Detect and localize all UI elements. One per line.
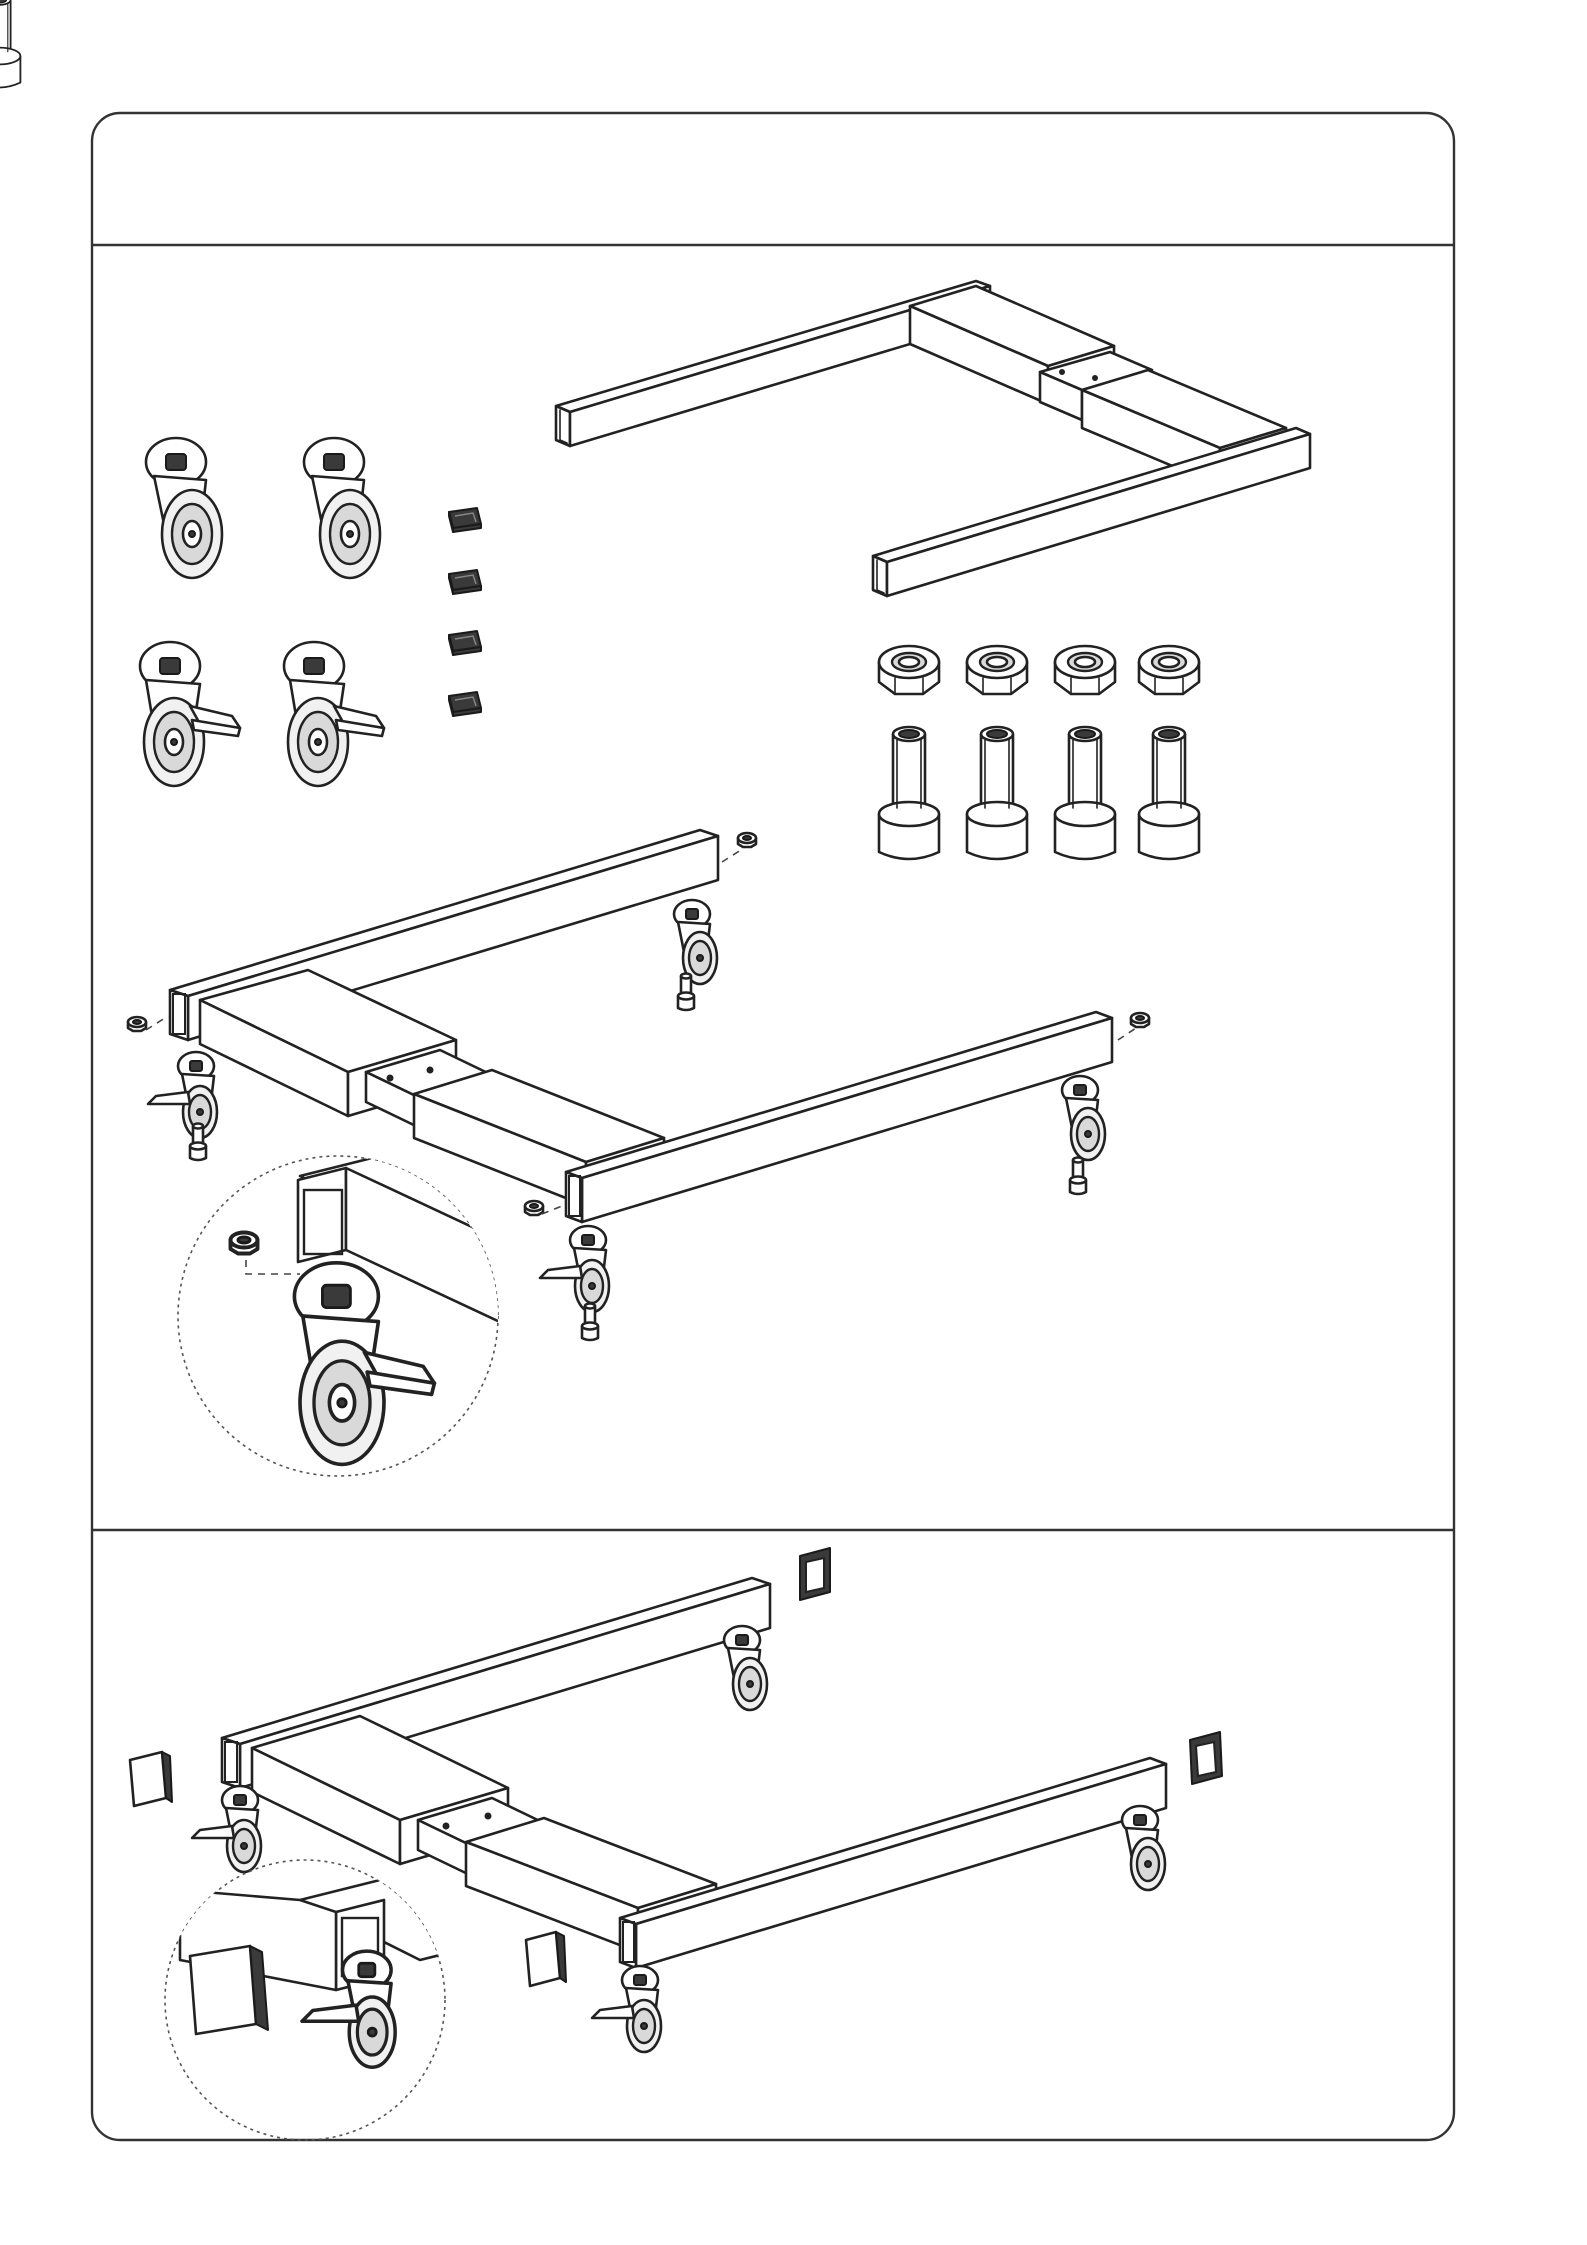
nut-icon [1055,646,1115,694]
nut-icon [1139,646,1199,694]
bolt-icon [879,727,939,859]
end-cap-icon [449,692,481,716]
caster-fixed-icon [304,438,380,578]
end-cap-icon [449,631,481,655]
bolt-icon [1055,727,1115,859]
caster-braked-icon [140,642,240,786]
detail-zoom-end-cap [165,1860,500,2140]
end-cap-icon [130,1752,172,1806]
nut-icon [967,646,1027,694]
end-cap-icon [800,1548,830,1600]
end-cap-icon [449,570,481,594]
nut-icon [879,646,939,694]
end-cap-icon [449,508,481,532]
parts-inventory [140,281,1310,859]
end-cap-icon [526,1932,566,1986]
detail-zoom-caster [0,0,520,1476]
caster-braked-icon [284,642,384,786]
bolt-icon [967,727,1027,859]
end-cap-icon [1190,1732,1222,1784]
bolt-icon [1139,727,1199,859]
caster-fixed-icon [146,438,222,578]
base-frame-part [556,281,1310,596]
end-cap-assembly [130,1548,1222,2140]
